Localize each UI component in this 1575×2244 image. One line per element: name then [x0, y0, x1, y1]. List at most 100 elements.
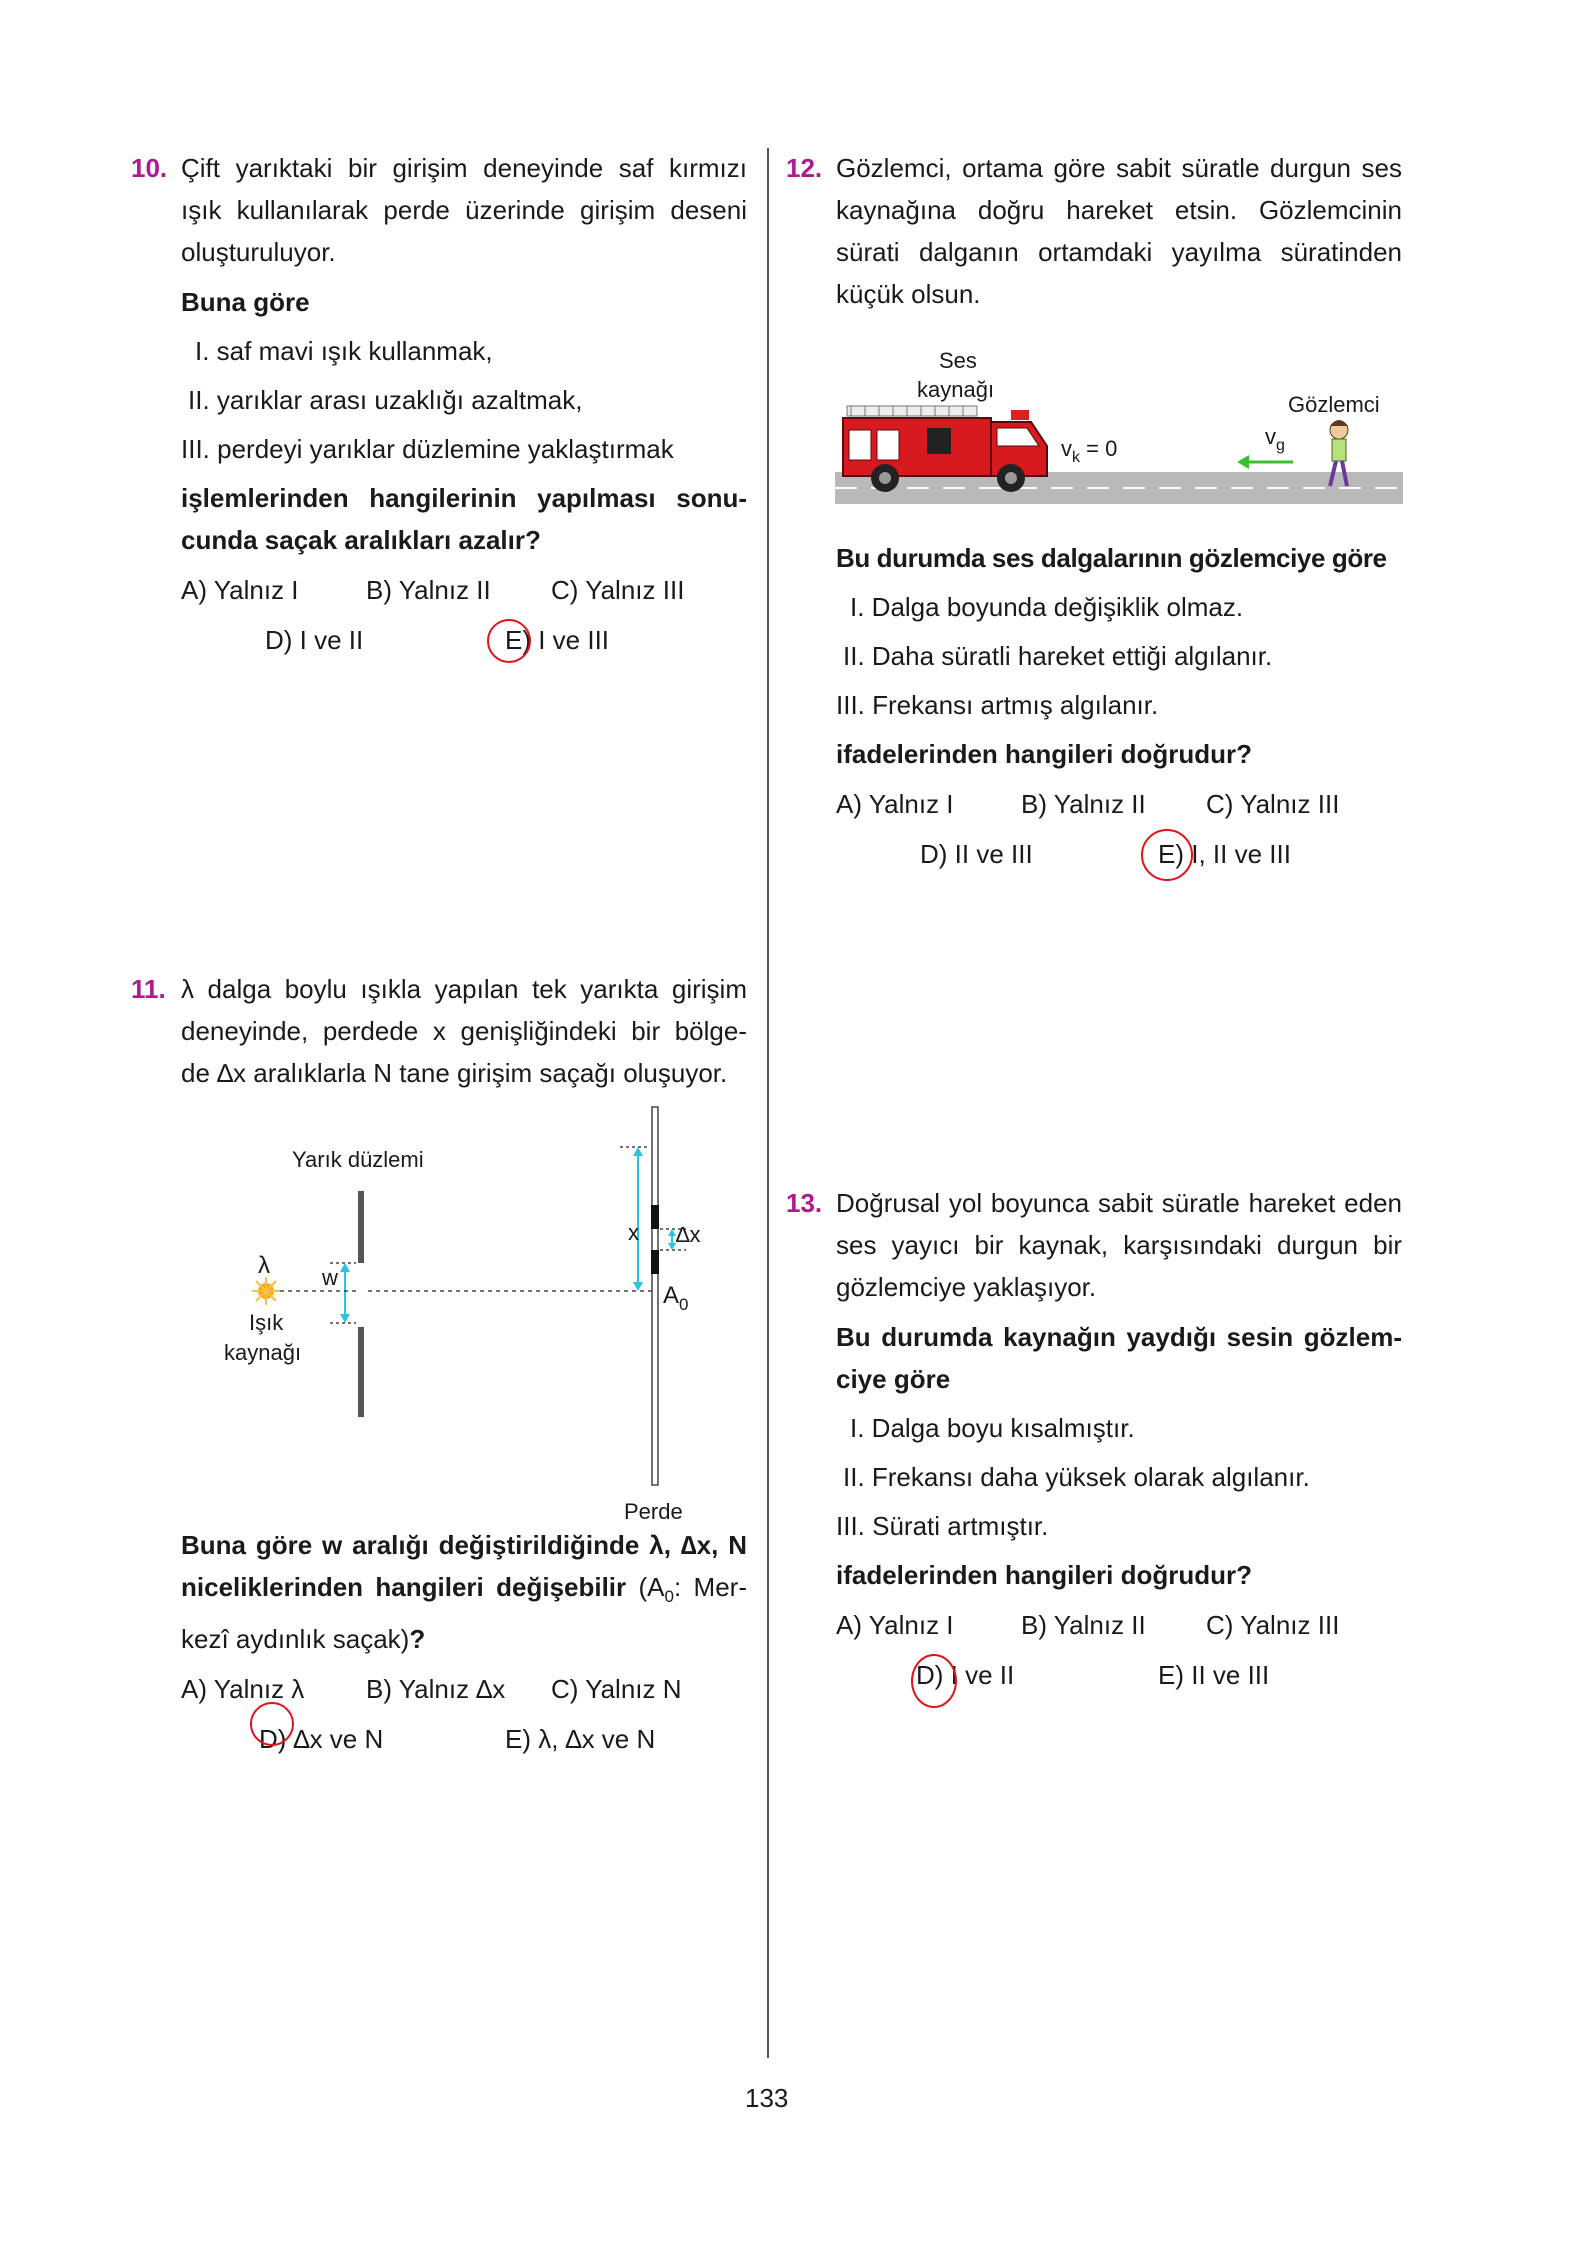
option-b[interactable]: B) Yalnız II	[366, 575, 491, 605]
statement-ii: II. Daha süratli hareket ettiği algılanı…	[843, 641, 1273, 671]
option-c[interactable]: C) Yalnız III	[1206, 1610, 1340, 1640]
column-divider	[767, 148, 769, 2058]
question-text: küçük olsun.	[836, 279, 981, 309]
lambda-label: λ	[258, 1252, 270, 1279]
x-arrow	[633, 1147, 643, 1291]
answer-mark-circle	[911, 1654, 957, 1708]
source-label-line2: kaynağı	[224, 1340, 301, 1365]
option-e[interactable]: E) λ, ∆x ve N	[505, 1724, 656, 1755]
dark-fringe	[651, 1205, 659, 1229]
question-lead: ciye göre	[836, 1364, 951, 1394]
option-c[interactable]: C) Yalnız N	[551, 1674, 682, 1705]
question-11-prompt: Buna göre w aralığı değiştirildiğinde λ,…	[181, 1524, 747, 1768]
dark-fringe	[651, 1250, 659, 1274]
answer-options: A) Yalnız I B) Yalnız II C) Yalnız III	[836, 783, 1402, 833]
statement-iii: III. perdeyi yarıklar düzlemine yaklaştı…	[181, 434, 674, 464]
slit-plane-label: Yarık düzlemi	[292, 1147, 424, 1172]
a0-label: A0	[663, 1282, 688, 1314]
statement-iii: III. Sürati artmıştır.	[836, 1511, 1049, 1541]
option-c[interactable]: C) Yalnız III	[1206, 789, 1340, 819]
question-note: : Mer-	[673, 1572, 747, 1602]
source-label-line1: Işık	[249, 1310, 284, 1335]
question-prompt: Buna göre w aralığı değiştirildiğinde λ,…	[181, 1530, 747, 1560]
answer-options: A) Yalnız I B) Yalnız II C) Yalnız III	[836, 1604, 1402, 1654]
question-lead: Bu durumda kaynağın yaydığı sesin gözlem…	[836, 1322, 1402, 1352]
answer-options: D) I ve II E) I ve III	[181, 619, 747, 669]
question-text: oluşturuluyor.	[181, 237, 336, 267]
question-prompt: niceliklerinden hangileri değişebilir	[181, 1572, 627, 1602]
question-text: kaynağına doğru hareket etsin. Gözlemcin…	[836, 195, 1402, 225]
question-number: 11.	[131, 974, 166, 1004]
statement-iii: III. Frekansı artmış algılanır.	[836, 690, 1159, 720]
question-prompt: işlemlerinden hangilerinin yapılması son…	[181, 483, 747, 513]
question-text: de ∆x aralıklarla N tane girişim saçağı …	[181, 1058, 728, 1088]
question-note-sub: 0	[664, 1587, 674, 1607]
sound-source-label-line2: kaynağı	[917, 377, 994, 402]
question-10: 10. Çift yarıktaki bir girişim deneyinde…	[131, 147, 747, 669]
option-a[interactable]: A) Yalnız I	[836, 1610, 954, 1640]
statement-i: I. Dalga boyunda değişiklik olmaz.	[850, 592, 1244, 622]
question-text: ses yayıcı bir kaynak, karşısındaki durg…	[836, 1230, 1402, 1260]
question-13: 13. Doğrusal yol boyunca sabit süratle h…	[786, 1182, 1402, 1704]
vg-label: vg	[1265, 424, 1285, 454]
question-text: sürati dalganın ortamdaki yayılma sürati…	[836, 237, 1402, 267]
question-prompt: ifadelerinden hangileri doğrudur?	[836, 1560, 1253, 1590]
observer-person-icon	[1328, 420, 1349, 487]
question-12: 12. Gözlemci, ortama göre sabit süratle …	[786, 147, 1402, 315]
answer-mark-circle	[250, 1702, 294, 1746]
dx-label: ∆x	[676, 1222, 700, 1247]
question-note: (A	[638, 1572, 665, 1602]
question-text: deneyinde, perdede x genişliğindeki bir …	[181, 1016, 747, 1046]
question-number: 12.	[786, 153, 823, 183]
question-text: gözlemciye yaklaşıyor.	[836, 1272, 1097, 1302]
answer-options: A) Yalnız λ B) Yalnız ∆x C) Yalnız N	[181, 1668, 747, 1718]
screen	[651, 1106, 659, 1486]
statement-i: I. Dalga boyu kısalmıştır.	[850, 1413, 1135, 1443]
option-c[interactable]: C) Yalnız III	[551, 575, 685, 605]
sound-source-label-line1: Ses	[939, 348, 977, 373]
w-arrow	[340, 1263, 350, 1323]
slit-barrier-top-cover	[358, 1191, 364, 1263]
question-number: 13.	[786, 1188, 823, 1218]
answer-options: D) II ve III E) I, II ve III	[836, 833, 1402, 883]
doppler-diagram: Ses kaynağı Gözlemci vk = 0 vg	[835, 348, 1403, 504]
option-b[interactable]: B) Yalnız II	[1021, 789, 1146, 819]
dx-arrow	[668, 1229, 676, 1250]
vk-label: vk = 0	[1061, 436, 1117, 466]
question-text: Gözlemci, ortama göre sabit süratle durg…	[836, 153, 1402, 183]
w-label: w	[321, 1265, 338, 1290]
question-11: 11. λ dalga boylu ışıkla yapılan tek yar…	[131, 968, 747, 1094]
fire-truck-icon	[842, 405, 1048, 492]
x-label: x	[628, 1220, 639, 1245]
statement-ii: II. Frekansı daha yüksek olarak algılanı…	[843, 1462, 1310, 1492]
option-e[interactable]: E) II ve III	[1158, 1660, 1270, 1690]
screen-label: Perde	[624, 1499, 683, 1524]
answer-mark-circle	[487, 619, 531, 663]
statement-i: I. saf mavi ışık kullanmak,	[195, 336, 493, 366]
option-d[interactable]: D) II ve III	[920, 839, 1033, 869]
answer-options: A) Yalnız I B) Yalnız II C) Yalnız III	[181, 569, 747, 619]
light-source-icon	[252, 1277, 280, 1305]
question-lead: Buna göre	[181, 287, 310, 317]
question-text: Doğrusal yol boyunca sabit süratle harek…	[836, 1188, 1402, 1218]
option-b[interactable]: B) Yalnız II	[1021, 1610, 1146, 1640]
option-a[interactable]: A) Yalnız I	[181, 575, 299, 605]
question-lead: Bu durumda ses dalgalarının gözlemciye g…	[836, 543, 1387, 573]
question-text: Çift yarıktaki bir girişim deneyinde saf…	[181, 153, 747, 183]
question-prompt: ifadelerinden hangileri doğrudur?	[836, 739, 1253, 769]
single-slit-diagram: Yarık düzlemi λ Işık kaynağı w	[224, 1106, 700, 1524]
slit-barrier-bottom	[358, 1327, 364, 1417]
slit-opening	[356, 1263, 366, 1327]
answer-mark-circle	[1141, 829, 1193, 881]
vg-arrow	[1237, 455, 1293, 469]
option-a[interactable]: A) Yalnız λ	[181, 1674, 305, 1705]
question-text: λ dalga boylu ışıkla yapılan tek yarıkta…	[181, 974, 747, 1004]
option-a[interactable]: A) Yalnız I	[836, 789, 954, 819]
option-d[interactable]: D) I ve II	[265, 625, 364, 655]
question-number: 10.	[131, 153, 168, 183]
question-prompt: cunda saçak aralıkları azalır?	[181, 525, 541, 555]
observer-label: Gözlemci	[1288, 392, 1380, 417]
option-b[interactable]: B) Yalnız ∆x	[366, 1674, 506, 1705]
question-mark: ?	[409, 1624, 426, 1655]
question-12-body: Bu durumda ses dalgalarının gözlemciye g…	[836, 537, 1402, 883]
